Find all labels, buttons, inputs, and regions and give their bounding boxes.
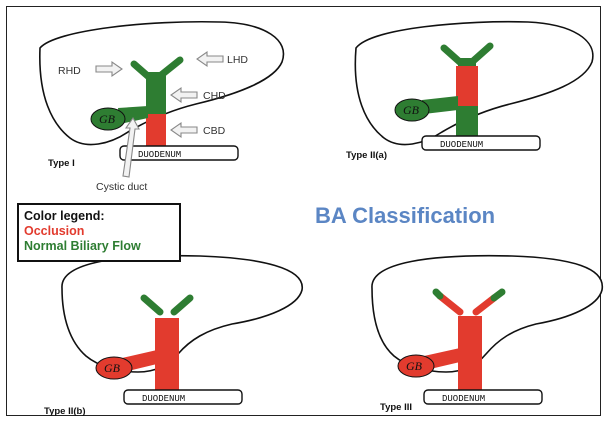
common-bile-duct	[155, 356, 179, 392]
diagram-title: BA Classification	[315, 203, 495, 229]
cystic-duct-label: Cystic duct	[96, 181, 147, 193]
liver-outline	[62, 256, 302, 372]
right-hepatic-duct-tip	[436, 292, 440, 296]
rhd-label: RHD	[58, 65, 81, 77]
cbd-label: CBD	[203, 125, 226, 137]
gb-label: GB	[104, 361, 121, 375]
duodenum-label: DUODENUM	[142, 394, 185, 404]
duodenum-label: DUODENUM	[440, 140, 483, 150]
left-hepatic-duct-tip	[494, 292, 502, 298]
common-bile-duct	[458, 356, 482, 392]
type-label: Type II(a)	[346, 150, 387, 161]
common-hepatic-duct	[456, 66, 478, 108]
liver-outline	[372, 256, 602, 372]
duodenum-label: DUODENUM	[138, 150, 181, 160]
cbd-arrow-icon	[171, 123, 197, 137]
lhd-label: LHD	[227, 54, 248, 66]
legend-heading: Color legend:	[24, 209, 174, 224]
chd-label: CHD	[203, 90, 226, 102]
gb-label: GB	[406, 359, 423, 373]
gb-label: GB	[403, 103, 420, 117]
common-bile-duct	[146, 114, 166, 150]
color-legend: Color legend: Occlusion Normal Biliary F…	[17, 203, 181, 262]
panel-type-1: GB DUODENUM RHD LHD CHD CBD Cystic duct …	[40, 22, 284, 193]
duodenum-label: DUODENUM	[442, 394, 485, 404]
type-label: Type II(b)	[44, 406, 86, 417]
common-hepatic-duct	[146, 72, 166, 116]
legend-occlusion: Occlusion	[24, 224, 174, 239]
panel-type-3: GB DUODENUM Type III	[372, 256, 602, 413]
type-label: Type III	[380, 402, 412, 413]
panel-type-2a: GB DUODENUM Type II(a)	[346, 22, 593, 161]
common-hepatic-duct	[155, 318, 179, 358]
legend-normal-flow: Normal Biliary Flow	[24, 239, 174, 254]
common-bile-duct	[456, 106, 478, 140]
common-hepatic-duct	[458, 316, 482, 358]
gb-label: GB	[99, 112, 116, 126]
panel-type-2b: GB DUODENUM Type II(b)	[44, 256, 302, 417]
type-label: Type I	[48, 158, 75, 169]
